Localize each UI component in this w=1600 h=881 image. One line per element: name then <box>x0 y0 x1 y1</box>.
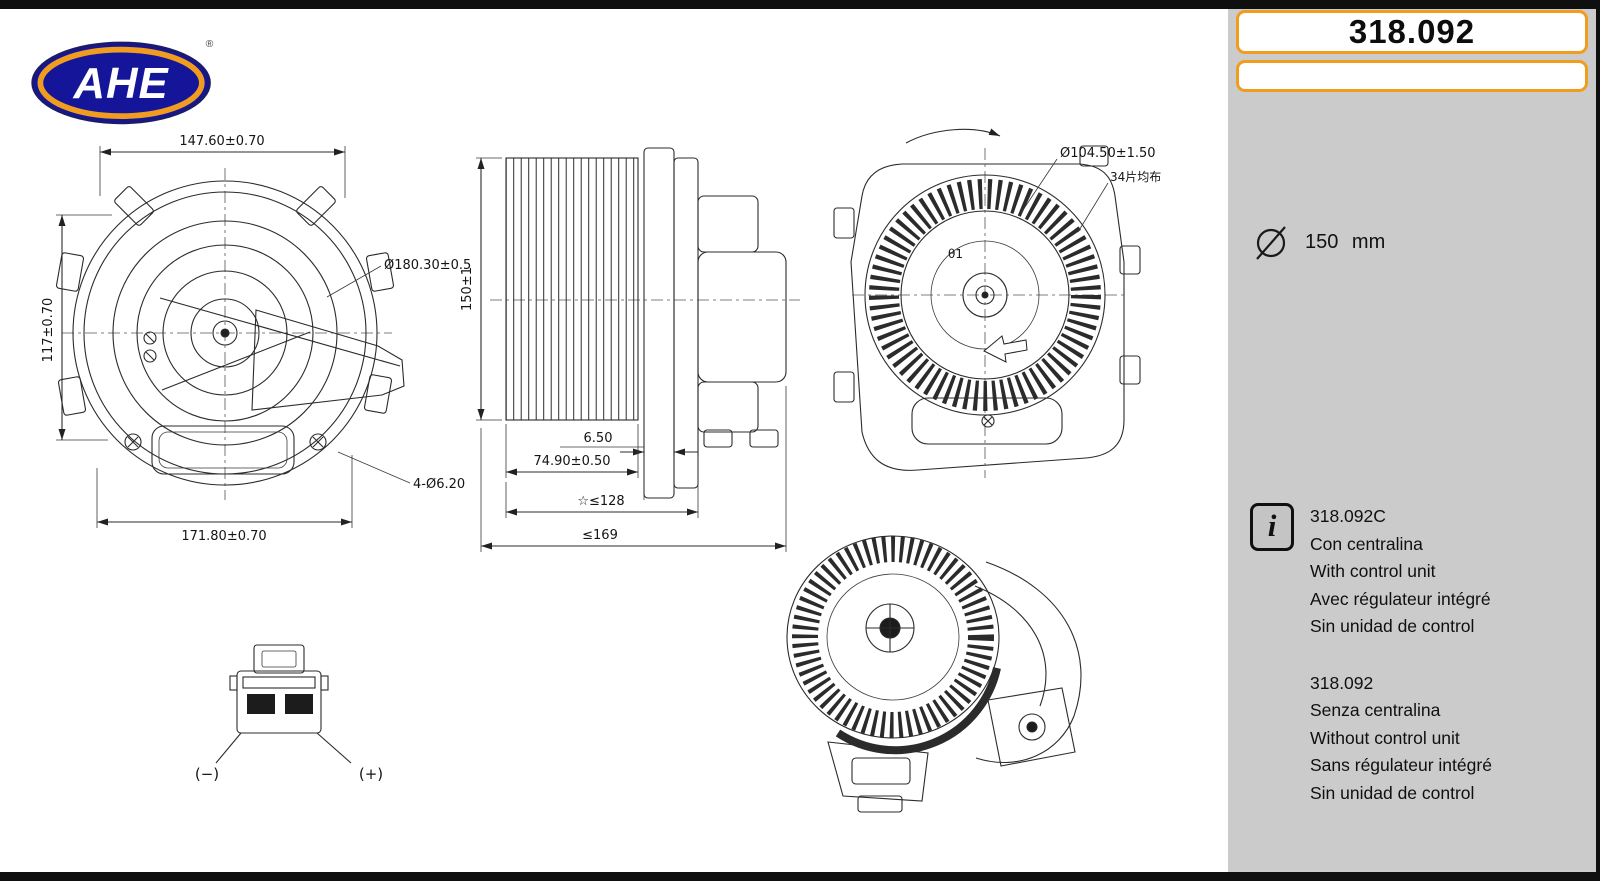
info-line: Senza centralina <box>1310 700 1441 720</box>
info-section: i 318.092C Con centralina With control u… <box>1250 503 1492 807</box>
hub-label: θ1 <box>948 247 963 261</box>
side-view: 150±1 6.50 74.90±0.50 ☆≤128 ≤169 <box>460 147 800 552</box>
diameter-icon <box>1256 226 1286 260</box>
info-line: With control unit <box>1310 561 1436 581</box>
rotation-arrow-icon <box>905 128 1001 144</box>
part-number: 318.092 <box>1348 13 1476 50</box>
variant-descriptions: 318.092C Con centralina With control uni… <box>1310 503 1492 807</box>
blade-count-note: 34片均布 <box>1110 170 1161 184</box>
fan-view: Ø104.50±1.50 34片均布 θ1 <box>833 128 1161 478</box>
top-border <box>0 0 1600 9</box>
dim-depth-star: ☆≤128 <box>577 494 624 509</box>
secondary-box <box>1236 60 1588 92</box>
dim-total-depth: ≤169 <box>582 528 618 543</box>
dim-outer-diameter: Ø180.30±0.5 <box>384 258 471 273</box>
front-view: 147.60±0.70 117±0.70 Ø180.30±0.5 4-Ø6.20… <box>41 134 471 544</box>
dim-height: 150±1 <box>460 267 475 311</box>
dim-width-bottom: 171.80±0.70 <box>181 529 266 544</box>
right-border <box>1596 0 1600 881</box>
dim-fan-diameter: Ø104.50±1.50 <box>1060 146 1156 161</box>
info-icon: i <box>1250 503 1294 551</box>
dim-width-top: 147.60±0.70 <box>179 134 264 149</box>
minus-terminal-label: (−) <box>195 765 219 783</box>
bottom-border <box>0 872 1600 881</box>
info-line: Sin unidad de control <box>1310 782 1475 803</box>
part-number-box: 318.092 <box>1236 10 1588 54</box>
dim-mount-holes: 4-Ø6.20 <box>413 477 465 492</box>
variant-block-c: 318.092C Con centralina With control uni… <box>1310 503 1492 641</box>
info-line: 318.092C <box>1310 506 1386 526</box>
variant-block-base: 318.092 Senza centralina Without control… <box>1310 670 1492 808</box>
connector-view: (−) (+) <box>195 644 383 783</box>
brand-logo: AHE ® <box>31 39 214 125</box>
brand-logo-text: AHE <box>73 59 170 108</box>
info-line: 318.092 <box>1310 672 1374 693</box>
perspective-view <box>786 535 1082 813</box>
drawing-area: AHE ® <box>31 38 1162 813</box>
diameter-spec: 150 mm <box>1252 222 1385 262</box>
technical-drawings: 147.60±0.70 117±0.70 Ø180.30±0.5 4-Ø6.20… <box>41 128 1161 813</box>
dim-fin-depth: 74.90±0.50 <box>533 454 610 469</box>
info-icon-glyph: i <box>1267 507 1277 543</box>
sidebar: 318.092 150 mm i 318.092C Con centralina… <box>1228 0 1600 881</box>
registered-mark-icon: ® <box>206 39 214 50</box>
info-line: Sin unidad de control <box>1310 616 1475 636</box>
rotation-direction-icon <box>983 335 1028 363</box>
diameter-value: 150 mm <box>1305 230 1386 253</box>
dim-height-left: 117±0.70 <box>41 298 56 363</box>
plus-terminal-label: (+) <box>359 765 383 783</box>
info-line: Sans régulateur intégré <box>1310 755 1492 775</box>
info-line: Con centralina <box>1310 533 1423 554</box>
info-line: Avec régulateur intégré <box>1310 588 1491 609</box>
dim-flange: 6.50 <box>584 431 613 446</box>
info-line: Without control unit <box>1310 727 1460 748</box>
